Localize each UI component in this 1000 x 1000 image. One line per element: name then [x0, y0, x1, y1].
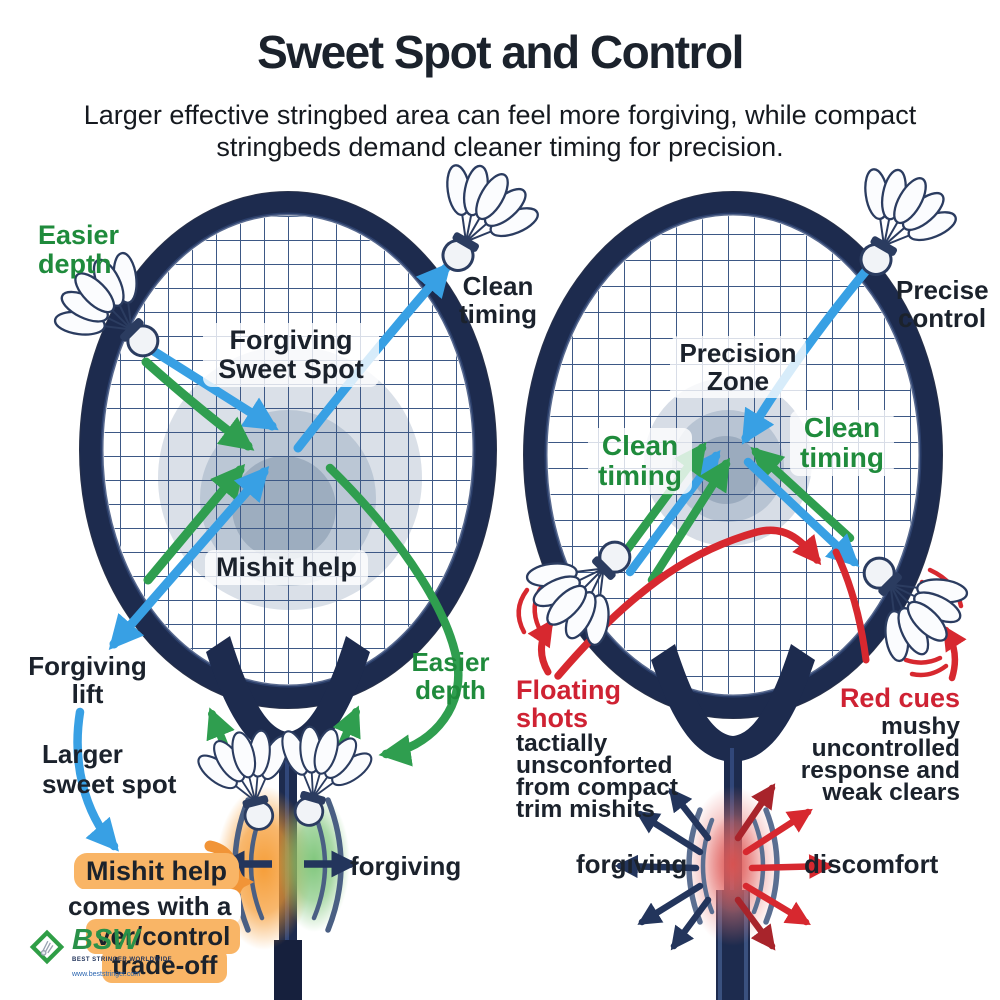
label-precise-control: Precise control — [896, 275, 989, 334]
bsw-logo-url: www.beststringer.com — [72, 971, 141, 979]
page-subtitle: Larger effective stringbed area can feel… — [83, 100, 917, 163]
left-shot-arrows — [73, 261, 463, 852]
bsw-logo-name: BSW — [72, 924, 140, 956]
label-forgiving-lift: Forgiving lift — [28, 651, 147, 710]
right-shot-arrows — [613, 261, 875, 585]
label-forgiving-right-racket: forgiving — [576, 849, 688, 879]
page-title: Sweet Spot and Control — [257, 26, 744, 78]
label-larger-sweet-spot: Larger sweet spot — [42, 739, 177, 799]
label-red-cues-desc: mushy uncontrolled response and weak cle… — [800, 713, 960, 806]
label-easier-depth-bottom: Easier depth — [411, 647, 490, 706]
discomfort-arrows — [614, 783, 834, 951]
label-clean-timing-left-racket: Clean timing — [459, 271, 537, 330]
label-forgiving-sweet-spot: Forgiving Sweet Spot — [203, 323, 379, 388]
label-clean-timing-right-1: Clean timing — [588, 428, 692, 495]
label-clean-timing-right-2: Clean timing — [790, 410, 894, 477]
label-mishit-help-center: Mishit help — [205, 550, 368, 586]
label-floating-shots: Floating shots — [516, 675, 621, 734]
label-red-cues: Red cues — [839, 683, 960, 713]
bsw-logo: BSW BEST STRINGER WORLDWIDE www.beststri… — [26, 926, 172, 979]
label-precision-zone: Precision Zone — [670, 336, 806, 399]
bsw-logo-diamond-icon — [29, 929, 65, 965]
tradeoff-line-2: comes with a — [58, 889, 242, 924]
label-forgiving-left-racket: forgiving — [350, 851, 462, 881]
tradeoff-line-1: Mishit help — [74, 853, 239, 890]
label-discomfort: discomfort — [804, 849, 939, 879]
label-easier-depth-top: Easier depth — [38, 220, 120, 280]
bsw-logo-text: BSW BEST STRINGER WORLDWIDE www.beststri… — [72, 926, 172, 979]
tradeoff-line-4: trade-off — [102, 948, 228, 983]
label-floating-shots-desc: tactially unsconforted from compact trim… — [516, 730, 679, 823]
bsw-logo-tagline: BEST STRINGER WORLDWIDE — [72, 957, 173, 963]
